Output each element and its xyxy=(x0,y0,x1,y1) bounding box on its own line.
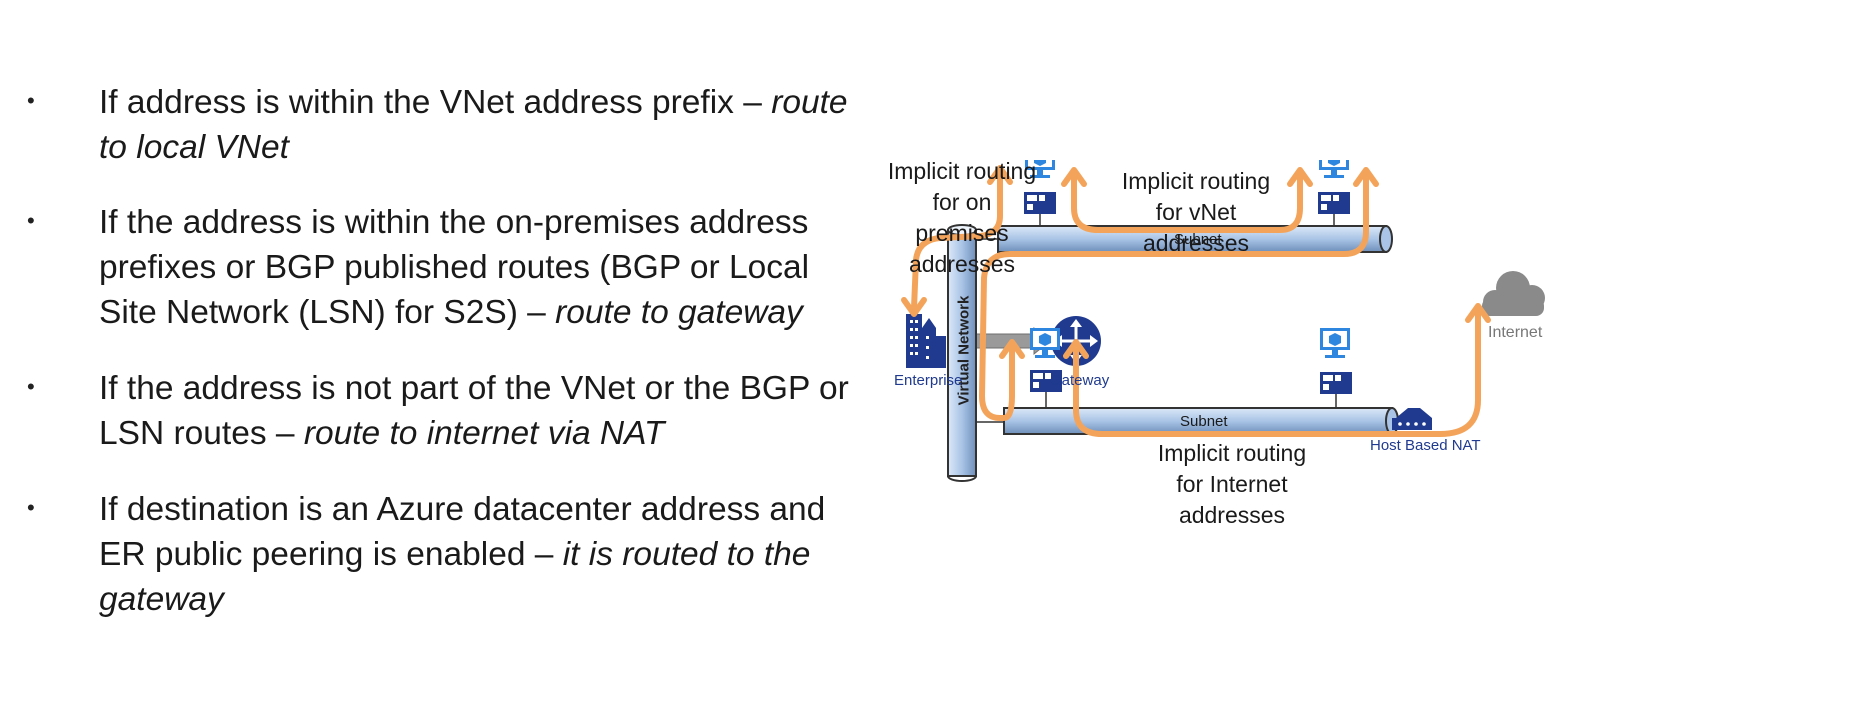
host-based-nat-icon xyxy=(1392,408,1432,430)
route-vnet-arrowhead-right xyxy=(1287,167,1313,187)
virtual-network-pipe xyxy=(947,224,977,482)
host-based-nat-label: Host Based NAT xyxy=(1370,437,1481,454)
label-vnet-routing: Implicit routing for vNet addresses xyxy=(1121,168,1271,256)
bullet-list: • If address is within the VNet address … xyxy=(0,0,880,713)
route-internet-path xyxy=(1073,307,1481,437)
internet-cloud-icon xyxy=(1482,271,1545,316)
bullet-dot: • xyxy=(27,88,35,113)
route-vnet-arrowhead-left xyxy=(1061,167,1087,187)
bullet-dot: • xyxy=(27,495,35,520)
route-vnet-return-arrowhead-top xyxy=(1353,167,1379,187)
bullet-dot: • xyxy=(27,208,35,233)
bullet-italic-text: it is routed to the gateway xyxy=(99,536,811,618)
route-onprem-arrowhead-bottom xyxy=(901,297,927,317)
gateway-label: Gateway xyxy=(1050,372,1110,389)
bullet-plain-text: If the address is within the on-premises… xyxy=(99,204,810,331)
bullet-italic-text: route to local VNet xyxy=(99,84,848,166)
route-vnet-return-arrowhead-bottom xyxy=(999,339,1025,359)
label-internet-routing: Implicit routing for Internet addresses xyxy=(1157,440,1307,528)
routing-diagram-svg xyxy=(901,160,1545,482)
route-onprem-path xyxy=(911,167,1003,311)
routing-diagram: Implicit routing for on premises address… xyxy=(880,158,1853,580)
bullet-plain-text: If destination is an Azure datacenter ad… xyxy=(99,491,826,573)
bullet-text: If the address is within the on-premises… xyxy=(99,200,869,335)
route-internet-arrowhead-left xyxy=(1063,339,1089,359)
route-vnet-path xyxy=(1071,169,1303,233)
vm-icon-bottom-left xyxy=(1030,328,1062,408)
route-vnet-return-path xyxy=(979,169,1369,421)
route-onprem-arrowhead-top xyxy=(987,165,1013,185)
bullet-plain-text: If address is within the VNet address pr… xyxy=(99,84,772,121)
vm-icon-top-right xyxy=(1318,160,1350,226)
label-onprem-routing: Implicit routing for on premises address… xyxy=(887,158,1037,277)
vm-icon-top-left xyxy=(1024,160,1056,226)
bullet-italic-text: route to internet via NAT xyxy=(303,415,665,452)
bullet-dot: • xyxy=(27,374,35,399)
subnet-top-label: Subnet xyxy=(1174,231,1222,248)
enterprise-building-icon xyxy=(906,314,946,368)
virtual-network-label: Virtual Network xyxy=(955,295,973,406)
bullet-text: If the address is not part of the VNet o… xyxy=(99,366,869,456)
subnet-bottom-label: Subnet xyxy=(1180,413,1228,430)
bullet-plain-text: If the address is not part of the VNet o… xyxy=(99,370,849,452)
bullet-text: If destination is an Azure datacenter ad… xyxy=(99,487,869,622)
bullet-text: If address is within the VNet address pr… xyxy=(99,80,869,170)
enterprise-label: Enterprise xyxy=(894,372,963,389)
internet-label: Internet xyxy=(1488,324,1543,341)
route-internet-arrowhead-right xyxy=(1465,303,1491,323)
vm-icon-bottom-right xyxy=(1320,328,1352,408)
bullet-italic-text: route to gateway xyxy=(555,294,803,331)
